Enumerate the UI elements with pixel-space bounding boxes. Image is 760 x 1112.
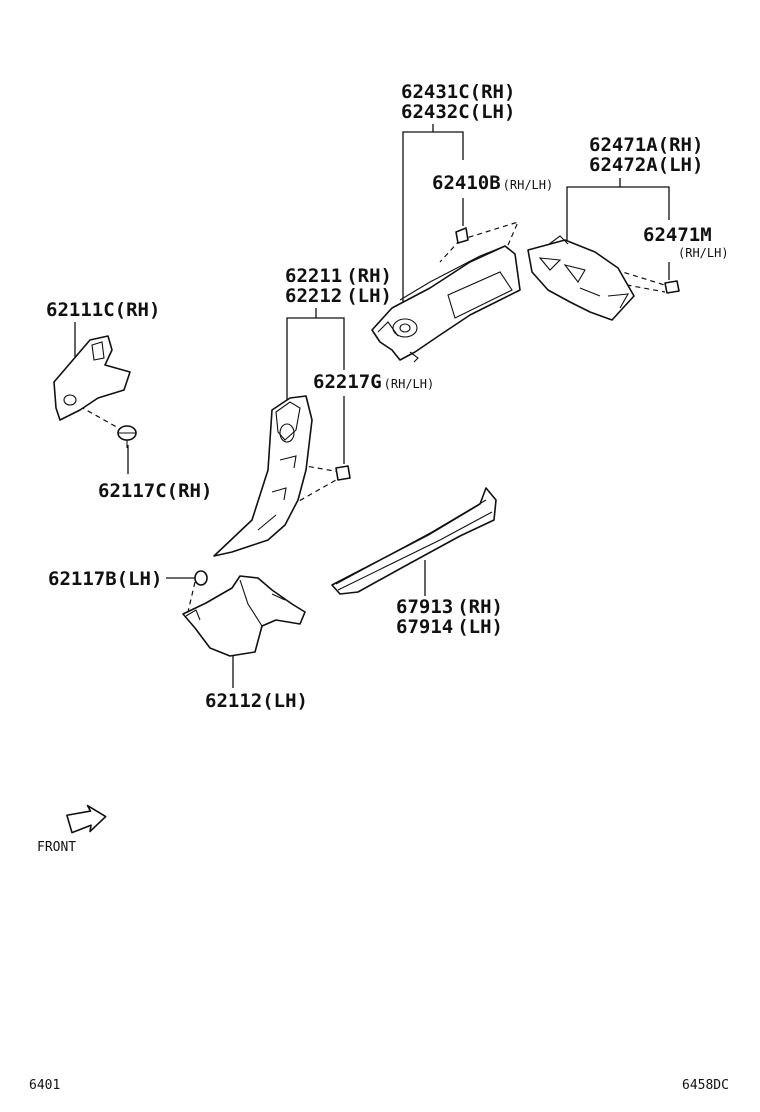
part-label-62117c[interactable]: 62117C(RH) — [98, 480, 212, 502]
cowl-side-trim-lh[interactable] — [182, 575, 306, 657]
clip-62410b-icon — [455, 227, 469, 244]
svg-text:62117B(LH): 62117B(LH) — [48, 568, 162, 590]
svg-text:62432C(LH): 62432C(LH) — [401, 101, 515, 123]
front-direction-arrow-icon — [66, 804, 107, 834]
part-label-62217g[interactable]: 62217G(RH/LH) — [313, 371, 434, 393]
part-label-62471a[interactable]: 62471A(RH) 62472A(LH) — [589, 134, 703, 176]
part-label-62112[interactable]: 62112(LH) — [205, 690, 308, 712]
part-label-62111c[interactable]: 62111C(RH) — [46, 299, 160, 321]
part-label-67913[interactable]: 67913(RH) 67914(LH) — [396, 596, 503, 638]
leader-lines — [74, 124, 670, 688]
svg-text:62112(LH): 62112(LH) — [205, 690, 308, 712]
svg-text:62471M: 62471M — [643, 224, 712, 246]
diagram-code: 6458DC — [682, 1078, 729, 1093]
svg-text:62431C(RH): 62431C(RH) — [401, 81, 515, 103]
page-code: 6401 — [29, 1078, 60, 1093]
svg-text:67914(LH): 67914(LH) — [396, 616, 503, 638]
part-label-62117b[interactable]: 62117B(LH) — [48, 568, 162, 590]
rear-pillar-upper-trim[interactable] — [371, 245, 521, 363]
svg-text:67913(RH): 67913(RH) — [396, 596, 503, 618]
svg-text:62471A(RH): 62471A(RH) — [589, 134, 703, 156]
svg-text:62472A(LH): 62472A(LH) — [589, 154, 703, 176]
quarter-trim-panel[interactable] — [527, 235, 635, 321]
part-label-62410b[interactable]: 62410B(RH/LH) — [432, 172, 553, 194]
part-label-62211[interactable]: 62211(RH) 62212(LH) — [285, 265, 392, 307]
svg-text:62211(RH): 62211(RH) — [285, 265, 392, 287]
door-scuff-plate[interactable] — [331, 487, 497, 595]
svg-text:62117C(RH): 62117C(RH) — [98, 480, 212, 502]
center-pillar-trim[interactable] — [213, 395, 313, 557]
front-label: FRONT — [37, 840, 76, 855]
clip-62117b-icon — [194, 570, 208, 586]
svg-text:(RH/LH): (RH/LH) — [678, 246, 729, 260]
cowl-side-trim-rh[interactable] — [53, 335, 131, 421]
screw-62117c-icon — [117, 425, 137, 448]
part-label-62471m[interactable]: 62471M (RH/LH) — [643, 224, 729, 260]
svg-text:62111C(RH): 62111C(RH) — [46, 299, 160, 321]
svg-text:62212(LH): 62212(LH) — [285, 285, 392, 307]
svg-text:62217G(RH/LH): 62217G(RH/LH) — [313, 371, 434, 393]
svg-text:62410B(RH/LH): 62410B(RH/LH) — [432, 172, 553, 194]
clip-62217g-icon — [335, 465, 351, 481]
clip-62471m-icon — [664, 280, 680, 294]
part-label-62431c[interactable]: 62431C(RH) 62432C(LH) — [401, 81, 515, 123]
